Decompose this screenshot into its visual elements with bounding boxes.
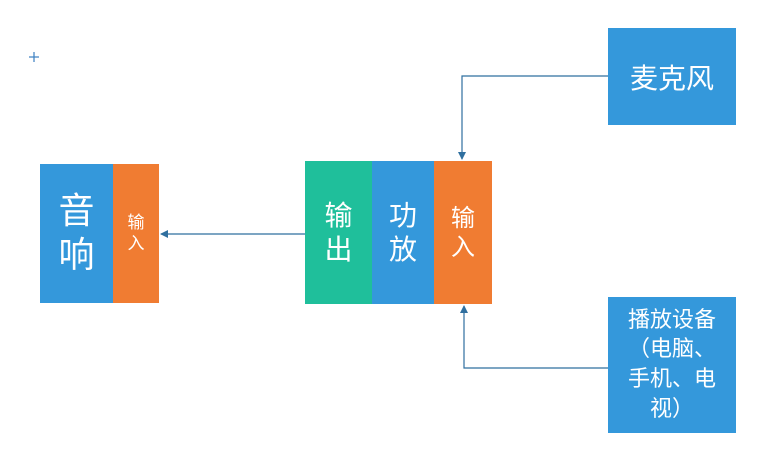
player-device-label: 播放设备（电脑、手机、电视）	[627, 307, 716, 422]
speaker-label: 音响	[58, 191, 95, 276]
microphone-label: 麦克风	[629, 61, 714, 95]
amp-output-label: 输出	[324, 198, 353, 266]
arrow-mic-to-amp	[458, 75, 608, 160]
speaker-block: 音响	[40, 164, 113, 303]
microphone-block: 麦克风	[608, 28, 736, 125]
speaker-input-block: 输入	[113, 164, 159, 303]
amp-input-label: 输入	[451, 203, 475, 261]
amp-output-block: 输出	[305, 161, 372, 304]
crosshair-cursor-icon	[29, 52, 39, 62]
amplifier-label: 功放	[388, 198, 417, 266]
player-device-block: 播放设备（电脑、手机、电视）	[608, 297, 736, 433]
amp-input-block: 输入	[434, 161, 492, 304]
speaker-input-label: 输入	[127, 213, 145, 254]
arrow-player-to-amp	[460, 305, 608, 369]
amplifier-block: 功放	[372, 161, 434, 304]
